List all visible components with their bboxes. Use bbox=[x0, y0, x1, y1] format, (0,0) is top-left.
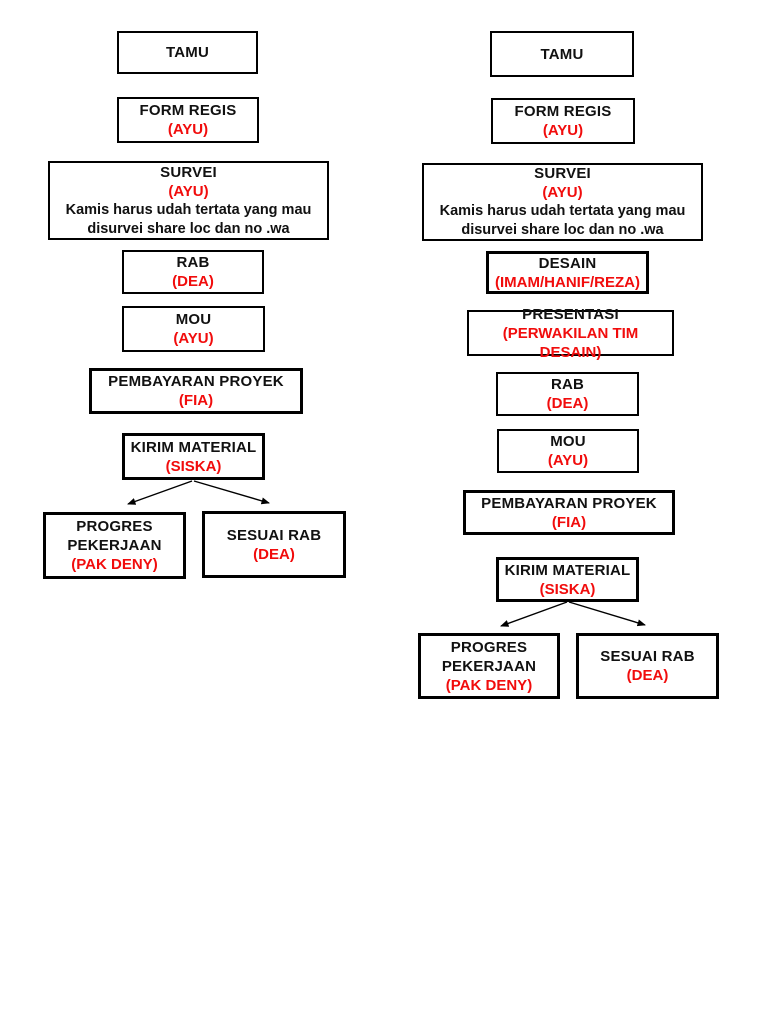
node-right-rab: RAB (DEA) bbox=[496, 372, 639, 416]
node-title: DESAIN bbox=[538, 254, 597, 272]
node-left-form-regis: FORM REGIS (AYU) bbox=[117, 97, 259, 143]
node-title: FORM REGIS bbox=[514, 103, 612, 120]
node-title: MOU bbox=[550, 433, 586, 450]
node-owner: (DEA) bbox=[172, 273, 214, 290]
node-right-presentasi: PRESENTASI (PERWAKILAN TIM DESAIN) bbox=[467, 306, 674, 361]
node-owner: (AYU) bbox=[542, 184, 583, 201]
node-title: PEMBAYARAN PROYEK bbox=[108, 373, 284, 390]
node-right-tamu: TAMU bbox=[490, 31, 634, 77]
node-title: SESUAI RAB bbox=[226, 526, 322, 544]
node-title: PROGRES PEKERJAAN bbox=[441, 638, 537, 675]
node-right-sesuai-rab: SESUAI RAB (DEA) bbox=[576, 633, 719, 699]
node-owner: (SISKA) bbox=[165, 457, 222, 475]
node-title: PROGRES PEKERJAAN bbox=[67, 518, 162, 554]
node-right-survei: SURVEI (AYU) Kamis harus udah tertata ya… bbox=[422, 163, 703, 241]
node-owner: (DEA) bbox=[626, 667, 669, 684]
node-left-survei: SURVEI (AYU) Kamis harus udah tertata ya… bbox=[48, 161, 329, 240]
node-title: PEMBAYARAN PROYEK bbox=[481, 494, 657, 512]
node-owner: (IMAM/HANIF/REZA) bbox=[495, 273, 640, 291]
node-owner: (DEA) bbox=[546, 395, 589, 412]
node-title: PRESENTASI bbox=[522, 305, 619, 323]
node-owner: (FIA) bbox=[178, 392, 214, 409]
node-note: Kamis harus udah tertata yang mau disurv… bbox=[65, 201, 312, 237]
node-left-rab: RAB (DEA) bbox=[122, 250, 264, 294]
node-title: TAMU bbox=[540, 45, 584, 63]
node-right-progres-pekerjaan: PROGRES PEKERJAAN (PAK DENY) bbox=[418, 633, 560, 699]
node-left-pembayaran-proyek: PEMBAYARAN PROYEK (FIA) bbox=[89, 368, 303, 414]
node-title: TAMU bbox=[165, 44, 209, 61]
arrow-right-kirim-to-progres bbox=[500, 601, 568, 627]
node-left-progres-pekerjaan: PROGRES PEKERJAAN (PAK DENY) bbox=[43, 512, 186, 579]
arrow-right-kirim-to-sesuai bbox=[568, 601, 646, 627]
node-owner: (FIA) bbox=[551, 513, 587, 531]
node-right-mou: MOU (AYU) bbox=[497, 429, 639, 473]
node-title: SESUAI RAB bbox=[600, 648, 695, 665]
node-title: RAB bbox=[176, 254, 210, 271]
node-title: KIRIM MATERIAL bbox=[504, 561, 631, 579]
node-title: MOU bbox=[175, 311, 212, 328]
node-owner: (AYU) bbox=[167, 121, 209, 138]
node-right-kirim-material: KIRIM MATERIAL (SISKA) bbox=[496, 557, 639, 602]
node-title: FORM REGIS bbox=[139, 102, 237, 119]
node-owner: (DEA) bbox=[253, 545, 295, 563]
node-left-tamu: TAMU bbox=[117, 31, 258, 74]
node-left-mou: MOU (AYU) bbox=[122, 306, 265, 352]
node-owner: (AYU) bbox=[542, 122, 584, 139]
node-owner: (SISKA) bbox=[539, 580, 596, 598]
node-right-desain: DESAIN (IMAM/HANIF/REZA) bbox=[486, 251, 649, 294]
node-title: KIRIM MATERIAL bbox=[130, 438, 257, 456]
node-right-form-regis: FORM REGIS (AYU) bbox=[491, 98, 635, 144]
node-title: RAB bbox=[550, 376, 585, 393]
node-owner: (PAK DENY) bbox=[71, 556, 158, 573]
arrow-left-kirim-to-sesuai bbox=[193, 480, 270, 505]
node-note: Kamis harus udah tertata yang mau disurv… bbox=[439, 203, 686, 238]
node-right-pembayaran-proyek: PEMBAYARAN PROYEK (FIA) bbox=[463, 490, 675, 535]
arrow-left-kirim-to-progres bbox=[127, 480, 193, 505]
node-title: SURVEI bbox=[160, 163, 217, 181]
node-left-sesuai-rab: SESUAI RAB (DEA) bbox=[202, 511, 346, 578]
node-owner: (AYU) bbox=[547, 452, 589, 469]
node-owner: (AYU) bbox=[168, 182, 209, 200]
node-owner: (PERWAKILAN TIM DESAIN) bbox=[502, 324, 639, 361]
node-owner: (PAK DENY) bbox=[445, 676, 533, 694]
node-owner: (AYU) bbox=[173, 330, 214, 347]
node-title: SURVEI bbox=[534, 165, 591, 182]
node-left-kirim-material: KIRIM MATERIAL (SISKA) bbox=[122, 433, 265, 480]
